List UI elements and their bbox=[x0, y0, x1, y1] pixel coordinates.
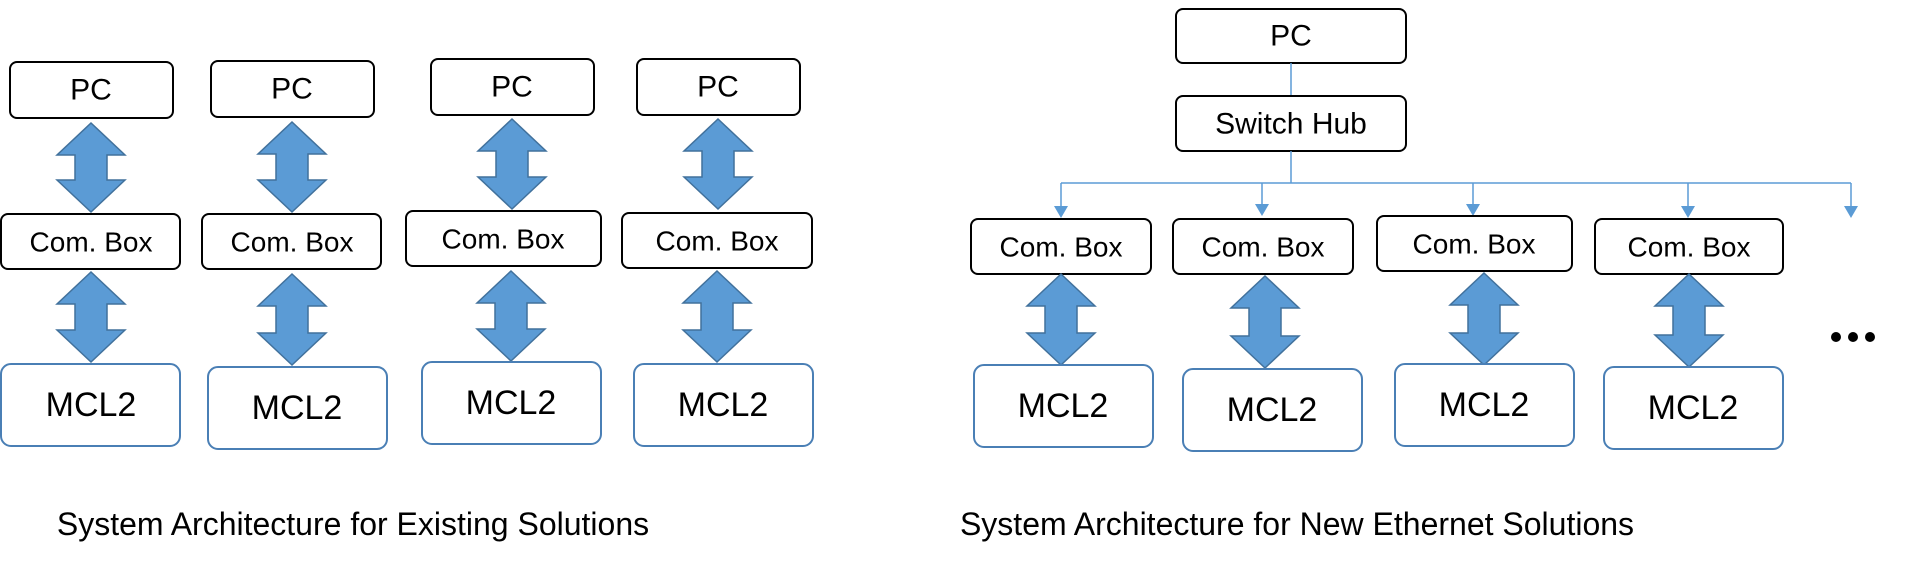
bidirectional-arrow-icon bbox=[475, 269, 547, 363]
bidirectional-arrow-icon bbox=[1025, 272, 1097, 367]
com-box-label: Com. Box bbox=[1628, 232, 1751, 263]
mcl2-label: MCL2 bbox=[1227, 391, 1318, 429]
com-box bbox=[621, 212, 813, 269]
com-box-label: Com. Box bbox=[231, 227, 354, 258]
existing-stack-1: PC Com. Box MCL2 bbox=[0, 61, 181, 447]
pc-label: PC bbox=[491, 71, 533, 104]
bidirectional-arrow-icon bbox=[476, 117, 548, 211]
ethernet-stack-1: Com. Box MCL2 bbox=[970, 218, 1154, 448]
existing-solutions-group: PC Com. Box MCL2 PC Com. Box MCL2 PC Com… bbox=[0, 58, 814, 542]
bidirectional-arrow-icon bbox=[1229, 274, 1301, 370]
more-stacks-ellipsis bbox=[1831, 332, 1875, 342]
bidirectional-arrow-icon bbox=[256, 120, 328, 214]
bidirectional-arrow-icon bbox=[1653, 272, 1725, 369]
com-box-label: Com. Box bbox=[1413, 229, 1536, 260]
mcl2-label: MCL2 bbox=[678, 386, 769, 424]
com-box bbox=[0, 213, 181, 270]
switch-distribution-lines bbox=[1054, 151, 1858, 218]
existing-stack-4: PC Com. Box MCL2 bbox=[621, 58, 814, 447]
pc-label: PC bbox=[70, 74, 112, 107]
bidirectional-arrow-icon bbox=[682, 117, 754, 211]
pc-label: PC bbox=[1270, 20, 1312, 53]
pc-box bbox=[636, 58, 801, 116]
ethernet-stack-4: Com. Box MCL2 bbox=[1594, 218, 1784, 450]
existing-stack-3: PC Com. Box MCL2 bbox=[405, 58, 602, 445]
mcl2-label: MCL2 bbox=[1648, 389, 1739, 427]
pc-box bbox=[430, 58, 595, 116]
com-box-label: Com. Box bbox=[30, 227, 153, 258]
ethernet-solutions-group: PC Switch Hub Com. Box MCL2 bbox=[960, 8, 1875, 542]
mcl2-label: MCL2 bbox=[252, 389, 343, 427]
existing-caption: System Architecture for Existing Solutio… bbox=[57, 506, 649, 542]
com-box bbox=[405, 210, 602, 267]
pc-label: PC bbox=[697, 71, 739, 104]
mcl2-box bbox=[421, 361, 602, 445]
mcl2-box bbox=[633, 363, 814, 447]
bidirectional-arrow-icon bbox=[55, 121, 127, 214]
com-box bbox=[1172, 218, 1354, 275]
mcl2-box bbox=[0, 363, 181, 447]
bidirectional-arrow-icon bbox=[1448, 271, 1520, 367]
mcl2-label: MCL2 bbox=[1439, 386, 1530, 424]
mcl2-box bbox=[1182, 368, 1363, 452]
com-box bbox=[201, 213, 382, 270]
com-box-label: Com. Box bbox=[1000, 232, 1123, 263]
switch-hub-label: Switch Hub bbox=[1215, 108, 1367, 141]
mcl2-label: MCL2 bbox=[46, 386, 137, 424]
mcl2-box bbox=[1394, 363, 1575, 447]
mcl2-box bbox=[207, 366, 388, 450]
pc-box bbox=[210, 60, 375, 118]
com-box bbox=[1376, 215, 1573, 272]
pc-label: PC bbox=[271, 73, 313, 106]
ethernet-stack-3: Com. Box MCL2 bbox=[1376, 215, 1575, 447]
bidirectional-arrow-icon bbox=[256, 272, 328, 367]
existing-stack-2: PC Com. Box MCL2 bbox=[201, 60, 388, 450]
mcl2-label: MCL2 bbox=[1018, 387, 1109, 425]
ethernet-caption: System Architecture for New Ethernet Sol… bbox=[960, 506, 1634, 542]
com-box-label: Com. Box bbox=[656, 226, 779, 257]
pc-box bbox=[9, 61, 174, 119]
com-box-label: Com. Box bbox=[1202, 232, 1325, 263]
com-box-label: Com. Box bbox=[442, 224, 565, 255]
mcl2-label: MCL2 bbox=[466, 384, 557, 422]
mcl2-box bbox=[1603, 366, 1784, 450]
bidirectional-arrow-icon bbox=[55, 270, 127, 364]
bidirectional-arrow-icon bbox=[681, 269, 753, 364]
ethernet-stack-2: Com. Box MCL2 bbox=[1172, 218, 1363, 452]
mcl2-box bbox=[973, 364, 1154, 448]
